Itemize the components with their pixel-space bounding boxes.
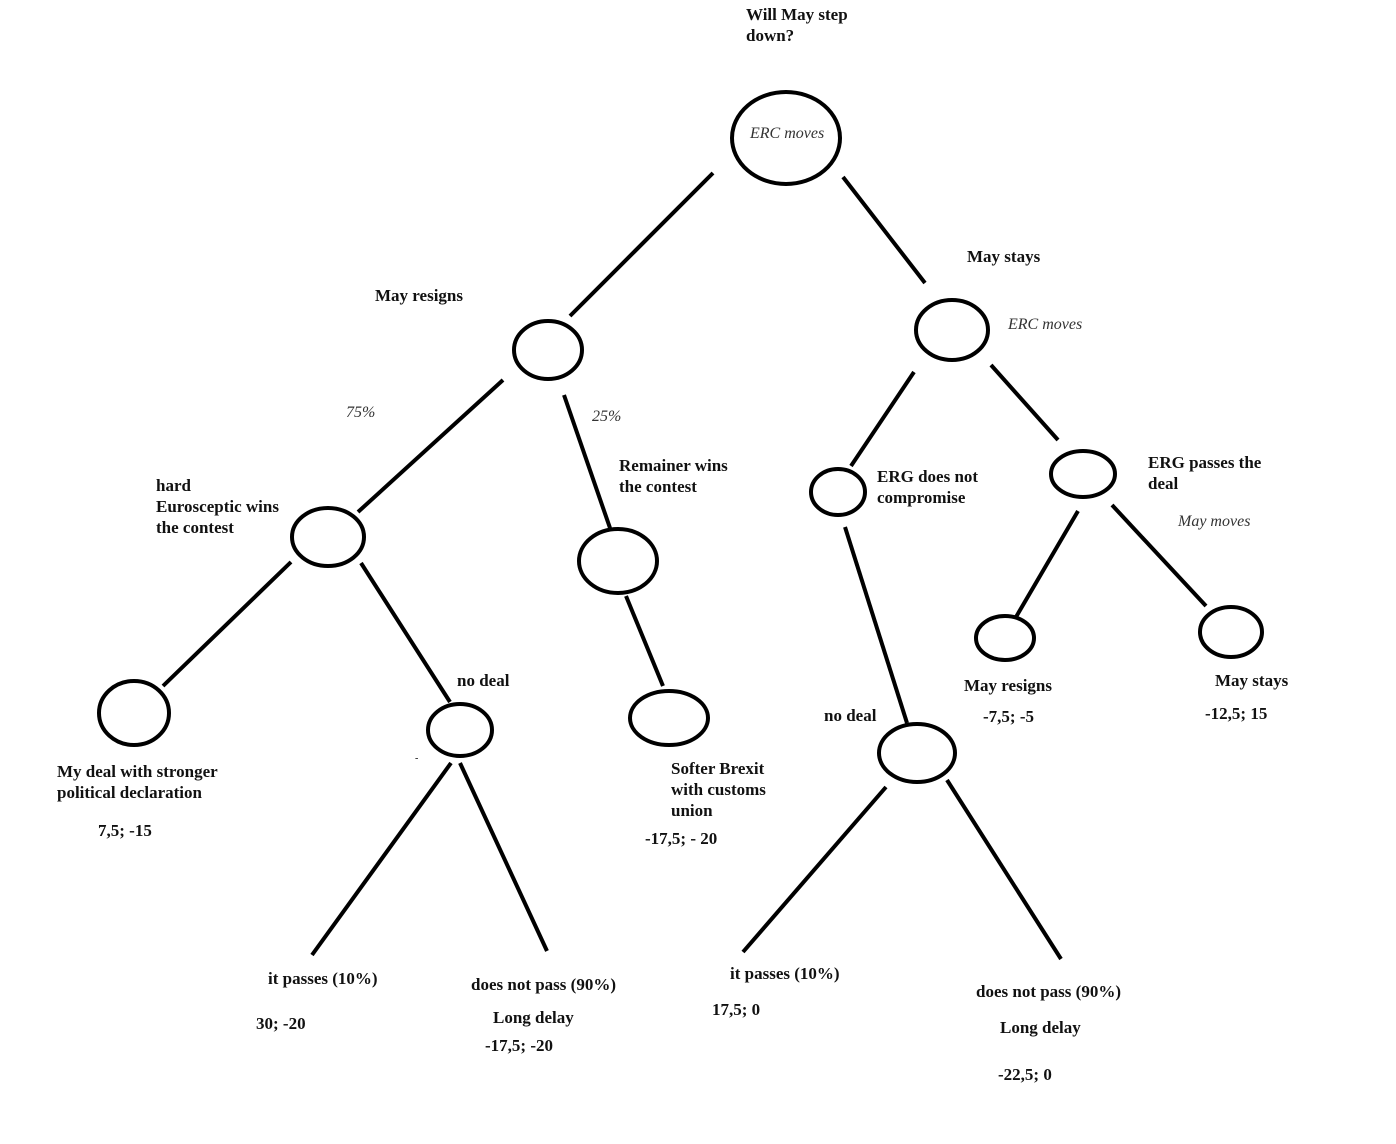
edge-ergno-nodeal	[843, 526, 909, 724]
edge-resigns-hard	[356, 378, 505, 514]
softer-line-2: with customs	[671, 780, 766, 799]
left-delay-payoff: -17,5; -20	[485, 1036, 553, 1055]
edge-ergpass-stays	[1110, 503, 1208, 608]
no-deal-left-label: no deal	[457, 671, 510, 690]
softer-brexit-label: Softer Brexit with customs union	[671, 758, 766, 821]
root-question-line-2: down?	[746, 26, 795, 45]
erg-passes-node	[1049, 449, 1117, 499]
hard-eurosceptic-label: hard Eurosceptic wins the contest	[156, 475, 279, 538]
erg-pass-line-2: deal	[1148, 474, 1179, 493]
may-stays-branch-label: May stays	[967, 247, 1041, 266]
may-resigns-branch-label: May resigns	[375, 286, 463, 305]
erg-pass-line-1: ERG passes the	[1148, 453, 1262, 472]
may-resigns-leaf-node	[974, 614, 1036, 662]
stray-mark: -	[415, 753, 419, 764]
may-stays-payoff: -12,5; 15	[1205, 704, 1268, 723]
softer-line-3: union	[671, 801, 713, 820]
right-passes-payoff: 17,5; 0	[712, 1000, 761, 1019]
edge-root-left	[568, 171, 715, 318]
right-mover-label: ERC moves	[1008, 316, 1083, 333]
hard-label-line-1: hard	[156, 476, 191, 495]
edge-remainer-softer	[624, 595, 665, 687]
left-passes-label: it passes (10%)	[268, 969, 378, 988]
may-resigns-leaf-label: May resigns	[964, 676, 1052, 695]
erg-no-line-2: compromise	[877, 488, 966, 507]
hard-eurosceptic-node	[290, 506, 366, 568]
right-delay-payoff: -22,5; 0	[998, 1065, 1052, 1084]
erg-passes-label: ERG passes the deal	[1148, 452, 1261, 494]
edge-stays-ergpass	[989, 363, 1060, 442]
may-resigns-payoff: -7,5; -5	[983, 707, 1034, 726]
edge-resigns-remainer	[562, 394, 612, 529]
edge-nodealright-passes	[741, 785, 888, 954]
softer-brexit-node	[628, 689, 710, 747]
hard-label-line-3: the contest	[156, 518, 234, 537]
root-question: Will May step down?	[746, 4, 848, 46]
root-question-line-1: Will May step	[746, 5, 848, 24]
right-not-pass-label: does not pass (90%)	[976, 982, 1121, 1001]
edge-root-right	[841, 175, 927, 285]
softer-line-1: Softer Brexit	[671, 759, 765, 778]
edge-nodealleft-passes	[310, 761, 453, 957]
my-deal-payoff: 7,5; -15	[98, 821, 152, 840]
root-mover-label: ERC moves	[750, 125, 825, 142]
may-resigns-node	[512, 319, 584, 381]
root-node	[730, 90, 842, 186]
left-passes-payoff: 30; -20	[256, 1014, 306, 1033]
remainer-node	[577, 527, 659, 595]
my-deal-node	[97, 679, 171, 747]
edge-hard-nodeal	[359, 561, 452, 704]
remainer-label: Remainer wins the contest	[619, 455, 728, 497]
hard-label-line-2: Eurosceptic wins	[156, 497, 279, 516]
edge-nodealright-notpass	[945, 778, 1063, 961]
softer-brexit-payoff: -17,5; - 20	[645, 829, 718, 848]
erg-no-compromise-label: ERG does not compromise	[877, 466, 978, 508]
may-moves-label: May moves	[1178, 513, 1251, 530]
remainer-label-line-2: the contest	[619, 477, 697, 496]
right-passes-label: it passes (10%)	[730, 964, 840, 983]
right-delay-label: Long delay	[1000, 1018, 1081, 1037]
edge-stays-ergno	[849, 370, 916, 468]
my-deal-label: My deal with stronger political declarat…	[57, 761, 218, 803]
remainer-label-line-1: Remainer wins	[619, 456, 728, 475]
may-stays-leaf-label: May stays	[1215, 671, 1289, 690]
edge-ergpass-resigns	[1014, 509, 1080, 619]
my-deal-line-1: My deal with stronger	[57, 762, 218, 781]
no-deal-left-node	[426, 702, 494, 758]
erg-no-compromise-node	[809, 467, 867, 517]
prob-right-label: 25%	[592, 408, 622, 425]
may-stays-node	[914, 298, 990, 362]
edge-hard-mydeal	[161, 560, 293, 688]
may-stays-leaf-node	[1198, 605, 1264, 659]
left-delay-label: Long delay	[493, 1008, 574, 1027]
no-deal-right-node	[877, 722, 957, 784]
prob-left-label: 75%	[346, 404, 376, 421]
edge-nodealleft-notpass	[458, 762, 549, 952]
no-deal-right-label: no deal	[824, 706, 877, 725]
my-deal-line-2: political declaration	[57, 783, 202, 802]
erg-no-line-1: ERG does not	[877, 467, 979, 486]
left-not-pass-label: does not pass (90%)	[471, 975, 616, 994]
